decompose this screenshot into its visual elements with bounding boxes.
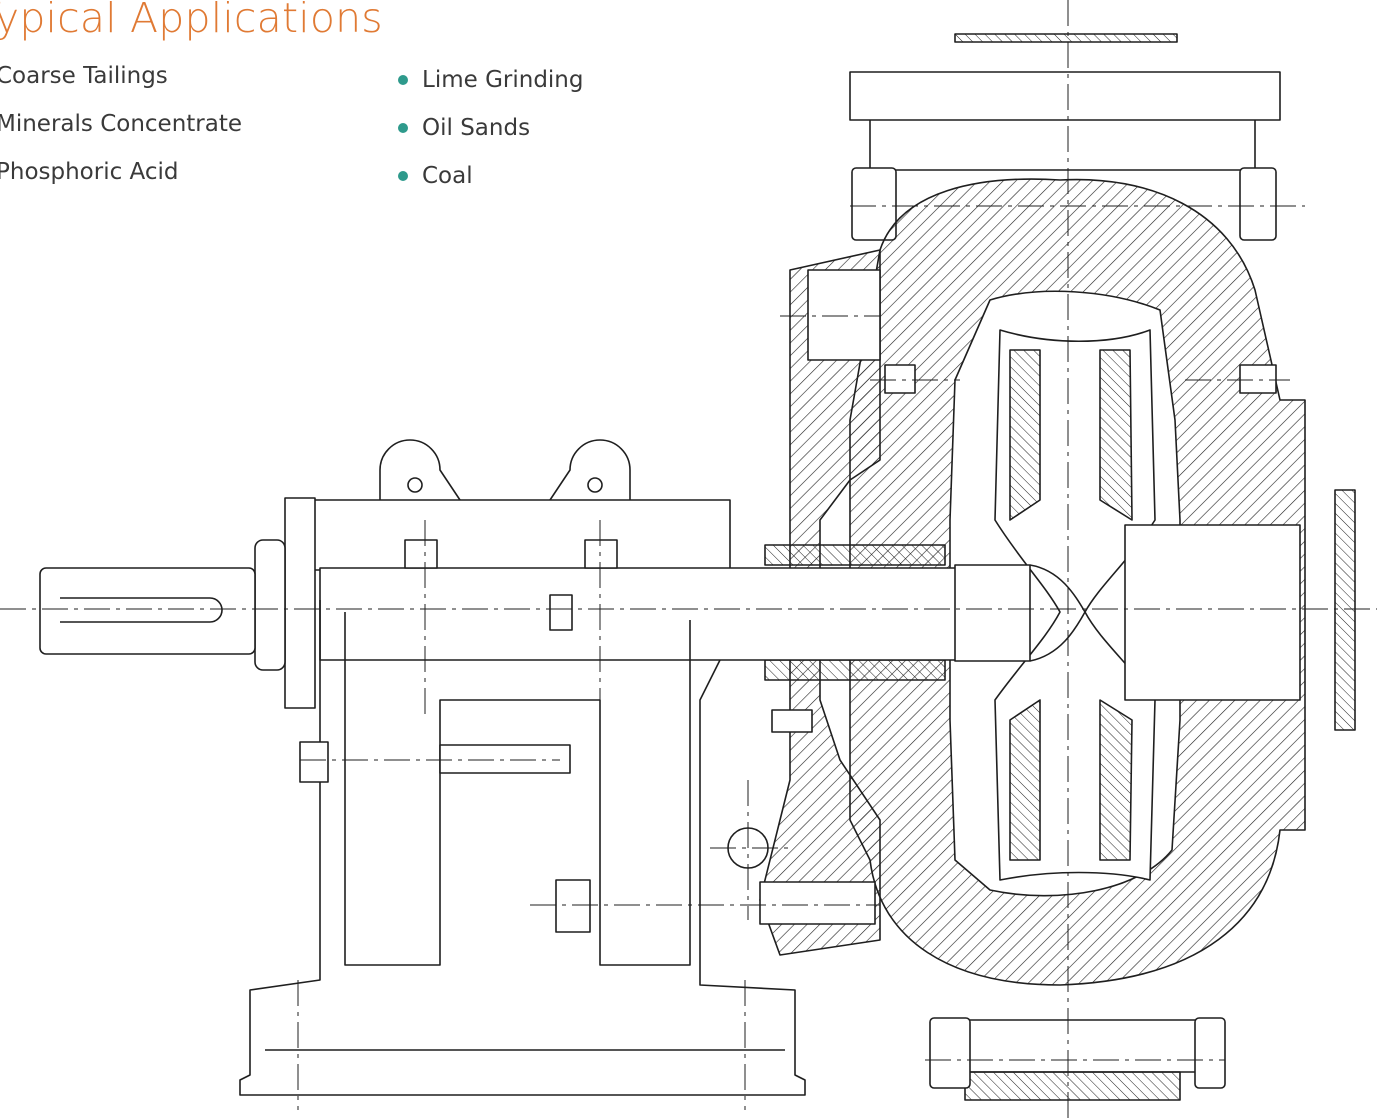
application-item: Coal xyxy=(398,152,583,200)
application-label: Phosphoric Acid xyxy=(0,159,179,185)
application-item: Minerals Concentrate xyxy=(0,100,242,148)
application-item: Phosphoric Acid xyxy=(0,148,242,196)
application-item: Oil Sands xyxy=(398,104,583,152)
bearing-frame xyxy=(39,364,1277,1096)
page-title: Typical Applications xyxy=(0,0,383,42)
bullet-icon xyxy=(398,75,408,85)
application-label: Lime Grinding xyxy=(422,67,584,93)
application-item: Coarse Tailings xyxy=(0,52,242,100)
application-label: Coarse Tailings xyxy=(0,63,168,89)
application-item: Lime Grinding xyxy=(398,56,583,104)
applications-list-left: Coarse Tailings Minerals Concentrate Pho… xyxy=(0,52,242,196)
bullet-icon xyxy=(398,123,408,133)
applications-list-right: Lime Grinding Oil Sands Coal xyxy=(398,56,583,200)
application-label: Oil Sands xyxy=(422,115,531,141)
application-label: Coal xyxy=(422,163,473,189)
application-label: Minerals Concentrate xyxy=(0,111,243,137)
bullet-icon xyxy=(398,171,408,181)
pump-casing xyxy=(759,33,1356,1101)
